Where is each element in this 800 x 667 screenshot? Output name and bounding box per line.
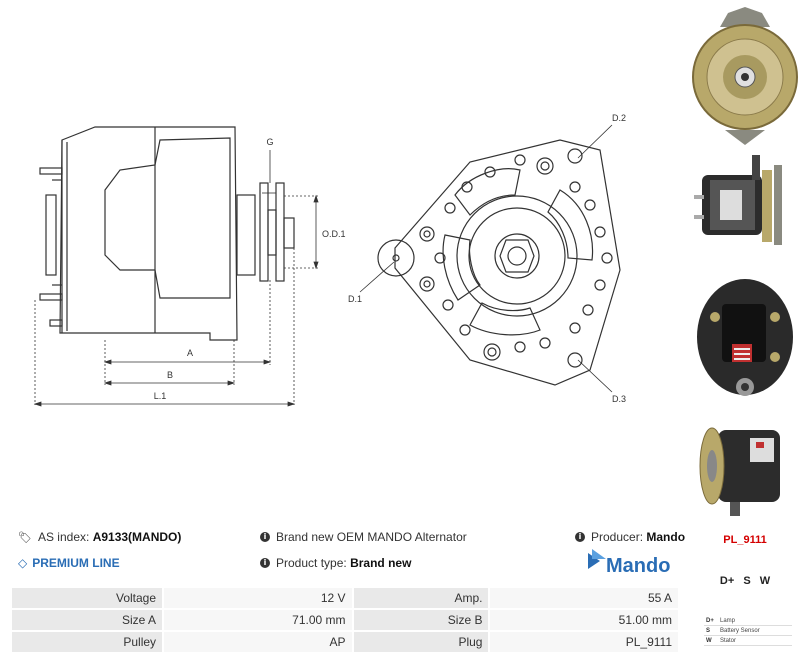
diamond-icon: ◇ — [18, 556, 28, 570]
dim-label-g: G — [266, 137, 273, 147]
dim-label-l1: L.1 — [154, 391, 167, 401]
dim-label-d3: D.3 — [612, 394, 626, 404]
photo-rear-view — [697, 279, 793, 396]
table-row: Voltage 12 V Amp. 55 A — [9, 586, 680, 610]
premium-line: ◇ PREMIUM LINE — [18, 556, 120, 570]
info-icon: i — [260, 532, 270, 542]
dim-label-d2: D.2 — [612, 113, 626, 123]
alternator-side-body — [59, 126, 238, 341]
description: i Brand new OEM MANDO Alternator — [260, 530, 467, 544]
dim-label-b: B — [167, 370, 173, 380]
info-icon: i — [575, 532, 585, 542]
dim-label-od1: O.D.1 — [322, 229, 346, 239]
svg-text:Mando: Mando — [606, 555, 670, 577]
tag-icon: 🏷︎ — [18, 531, 32, 544]
as-index: 🏷︎ AS index: A9133(MANDO) — [18, 530, 182, 544]
product-photos — [690, 0, 800, 520]
specs-table: Voltage 12 V Amp. 55 A Size A 71.00 mm S… — [9, 586, 680, 654]
dim-label-a: A — [187, 348, 193, 358]
technical-drawing: G O.D.1 A B L.1 D.2 D.3 D — [33, 113, 626, 407]
product-type: i Product type: Brand new — [260, 556, 411, 570]
photo-side-view — [694, 155, 782, 245]
producer: i Producer: Mando — [575, 530, 685, 544]
plug-code: PL_9111 — [723, 534, 767, 546]
mando-logo: Mando — [588, 549, 670, 577]
info-icon: i — [260, 558, 270, 568]
product-type-value: Brand new — [350, 556, 412, 570]
photo-front-pulley — [692, 7, 798, 145]
table-row: Pulley AP Plug PL_9111 — [9, 630, 680, 654]
photo-angle-view — [699, 427, 780, 516]
as-index-value: A9133(MANDO) — [92, 530, 182, 544]
producer-value: Mando — [646, 530, 686, 544]
legend-row: D+Lamp — [704, 616, 792, 626]
plug-terminals: D+ S W — [719, 575, 771, 587]
alternator-front-view — [377, 139, 621, 386]
dim-label-d1: D.1 — [348, 294, 362, 304]
table-row: Size A 71.00 mm Size B 51.00 mm — [9, 608, 680, 632]
